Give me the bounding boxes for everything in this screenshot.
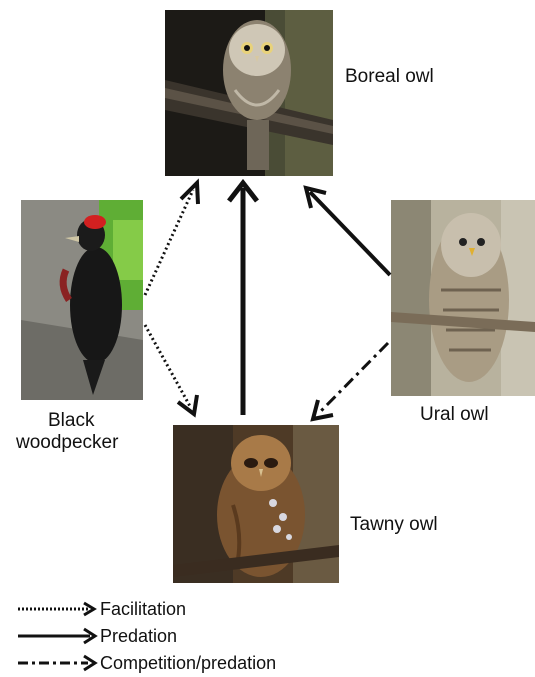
predation-arrow-tawny-to-boreal bbox=[229, 183, 257, 415]
dotted-arrow-icon bbox=[18, 598, 98, 620]
predation-arrow-ural-to-boreal bbox=[306, 188, 390, 275]
facilitation-arrow-woodpecker-to-boreal bbox=[145, 183, 198, 295]
legend-competition-predation-label: Competition/predation bbox=[100, 652, 276, 674]
dash-dot-arrow-icon bbox=[18, 652, 98, 674]
legend-competition-predation: Competition/predation bbox=[18, 652, 348, 674]
facilitation-arrow-woodpecker-to-tawny bbox=[145, 325, 197, 414]
competition-predation-arrow-ural-to-tawny bbox=[313, 343, 388, 419]
legend-predation: Predation bbox=[18, 625, 338, 647]
solid-arrow-icon bbox=[18, 625, 98, 647]
legend-facilitation: Facilitation bbox=[18, 598, 338, 620]
legend-facilitation-label: Facilitation bbox=[100, 598, 186, 620]
legend-predation-label: Predation bbox=[100, 625, 177, 647]
